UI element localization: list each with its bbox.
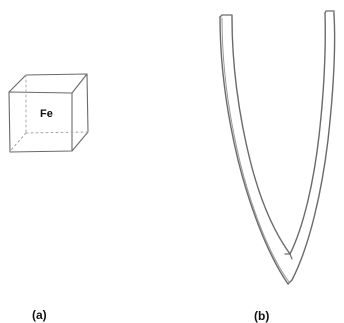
panel-b-label: (b)	[254, 309, 270, 323]
strip-outer-outline	[219, 13, 336, 285]
v-shaped-strip	[219, 10, 336, 285]
strip-inner-outline	[231, 12, 326, 255]
strip-left-cap	[219, 14, 233, 19]
strip-inner-tip	[284, 253, 293, 260]
strip-right-cap	[324, 10, 335, 15]
cube-label: Fe	[40, 108, 53, 120]
iron-cube: Fe	[8, 73, 89, 153]
cube-front-face	[8, 91, 73, 153]
strip-outer-outline-2	[221, 17, 290, 283]
cube-hidden-edges	[10, 74, 89, 151]
cube-right-face	[71, 73, 89, 152]
cube-top-face	[8, 73, 88, 94]
panel-a-label: (a)	[32, 308, 47, 322]
